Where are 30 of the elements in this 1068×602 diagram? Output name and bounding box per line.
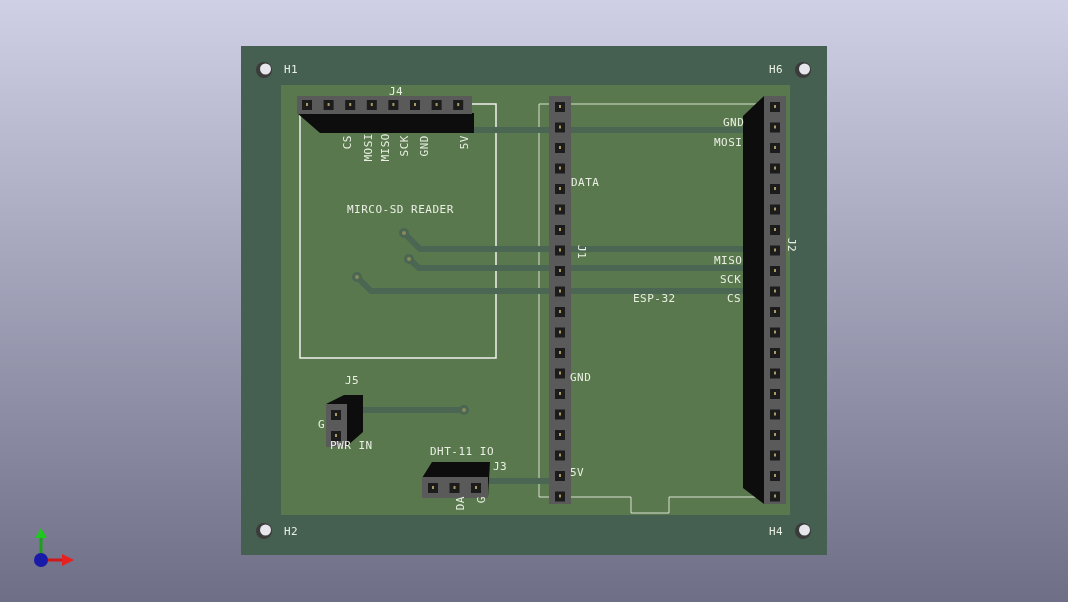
silkscreen-label: GND: [419, 135, 431, 157]
silkscreen-label: DHT-11 IO: [430, 446, 495, 458]
silkscreen-label: H6: [769, 64, 784, 76]
silkscreen-label: SCK: [720, 274, 742, 286]
silkscreen-label: GND: [723, 117, 745, 129]
silkscreen-label: MIRCO-SD READER: [347, 204, 454, 216]
silkscreen-label: MOSI: [363, 133, 375, 162]
silkscreen-label: MISO: [380, 133, 392, 162]
silkscreen-label: PWR IN: [330, 440, 373, 452]
silkscreen-label: GND: [570, 372, 592, 384]
silkscreen-label: SCK: [399, 135, 411, 157]
silkscreen-label: MISO: [714, 255, 743, 267]
silkscreen-label: G: [476, 496, 488, 504]
silkscreen-label: H4: [769, 526, 784, 538]
silkscreen-label: J1: [575, 245, 587, 260]
silkscreen-label: J4: [389, 86, 404, 98]
silkscreen-label: DATA: [571, 177, 600, 189]
silkscreen-label: J5: [345, 375, 360, 387]
silkscreen-label: H1: [284, 64, 299, 76]
silkscreen-label: ESP-32: [633, 293, 676, 305]
silkscreen-label: 5V: [570, 467, 585, 479]
silkscreen-label: 5V: [459, 135, 471, 150]
silkscreen-label: MOSI: [714, 137, 743, 149]
silkscreen-label: J2: [785, 238, 797, 253]
silkscreen-label: J3: [493, 461, 508, 473]
silkscreen-label: CS: [342, 135, 354, 150]
silkscreen-label: H2: [284, 526, 299, 538]
silkscreen-label: DA: [455, 496, 467, 511]
silkscreen-label: G: [318, 419, 326, 431]
silkscreen-label: CS: [727, 293, 742, 305]
